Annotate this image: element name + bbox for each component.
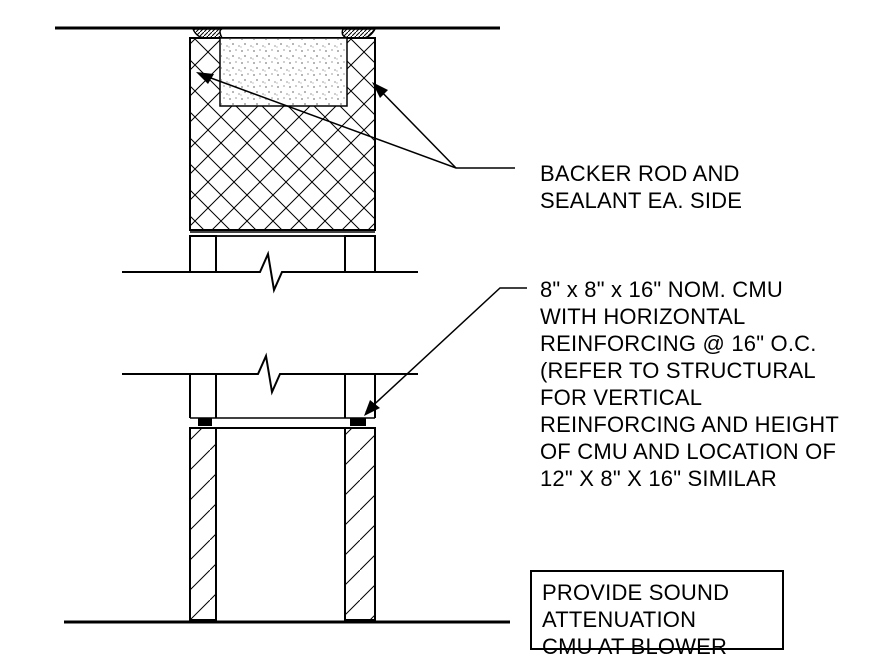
note-sound-line: PROVIDE SOUND <box>542 580 730 605</box>
break-line-lower <box>122 352 418 396</box>
note-backer-rod: BACKER ROD AND SEALANT EA. SIDE <box>540 160 742 214</box>
arrowhead-right <box>372 82 388 98</box>
note-cmu-line: WITH HORIZONTAL <box>540 304 746 329</box>
detail-drawing: BACKER ROD AND SEALANT EA. SIDE 8" x 8" … <box>55 26 839 659</box>
note-sound-line: ATTENUATION <box>542 607 697 632</box>
note-cmu: 8" x 8" x 16" NOM. CMU WITH HORIZONTAL R… <box>540 276 839 492</box>
lower-cmu-shell-right <box>344 427 376 621</box>
leader-cmu <box>365 287 527 413</box>
arrowhead-left <box>196 72 214 84</box>
cmu-face-shell-left-1 <box>189 235 217 273</box>
note-cmu-line: FOR VERTICAL <box>540 385 703 410</box>
note-cmu-line: REINFORCING @ 16" O.C. <box>540 331 817 356</box>
note-cmu-line: REINFORCING AND HEIGHT <box>540 412 839 437</box>
joint-reinforcing-left <box>198 418 212 426</box>
note-cmu-line: 8" x 8" x 16" NOM. CMU <box>540 277 783 302</box>
note-backer-rod-line: SEALANT EA. SIDE <box>540 188 743 213</box>
note-sound-line: CMU AT BLOWER <box>542 634 728 659</box>
arrowhead-cmu <box>364 400 380 416</box>
note-cmu-line: 12" X 8" X 16" SIMILAR <box>540 466 777 491</box>
note-backer-rod-line: BACKER ROD AND <box>540 161 740 186</box>
note-cmu-line: (REFER TO STRUCTURAL <box>540 358 816 383</box>
note-sound-attenuation: PROVIDE SOUND ATTENUATION CMU AT BLOWER <box>530 570 784 659</box>
lower-cmu-shell-left <box>189 427 217 621</box>
sealant-left <box>191 28 224 39</box>
wall-section-drawing <box>55 26 527 624</box>
cmu-face-shell-right-1 <box>344 235 376 273</box>
break-line-upper <box>122 250 418 294</box>
sealant-right <box>341 28 377 39</box>
joint-reinforcing-right <box>350 418 366 426</box>
note-cmu-line: OF CMU AND LOCATION OF <box>540 439 837 464</box>
